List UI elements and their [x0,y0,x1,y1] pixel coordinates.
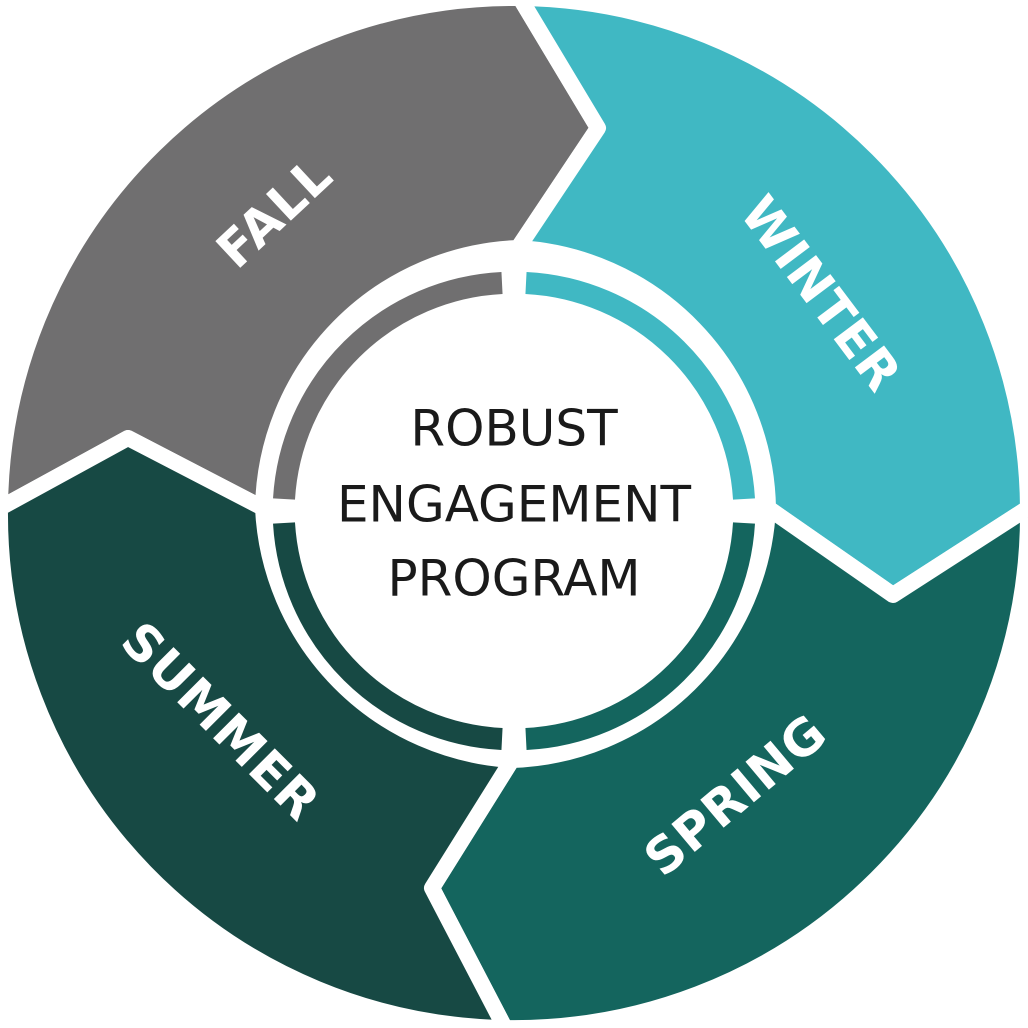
ring-arc-winter [525,272,755,500]
center-circle [298,295,730,727]
segment-spring [424,500,1028,1028]
segment-summer [0,430,520,1028]
segment-fall [0,0,606,516]
ring-arc-spring [525,522,755,750]
ring-arc-fall [273,272,503,500]
center-title-line-2: ENGAGEMENT [337,476,692,534]
center-title: ROBUST ENGAGEMENT PROGRAM [337,400,692,608]
segment-winter [510,0,1028,603]
center-title-line-3: PROGRAM [387,550,640,608]
center-title-line-1: ROBUST [410,400,618,458]
inner-ring [273,272,755,750]
ring-arc-summer [273,522,503,750]
